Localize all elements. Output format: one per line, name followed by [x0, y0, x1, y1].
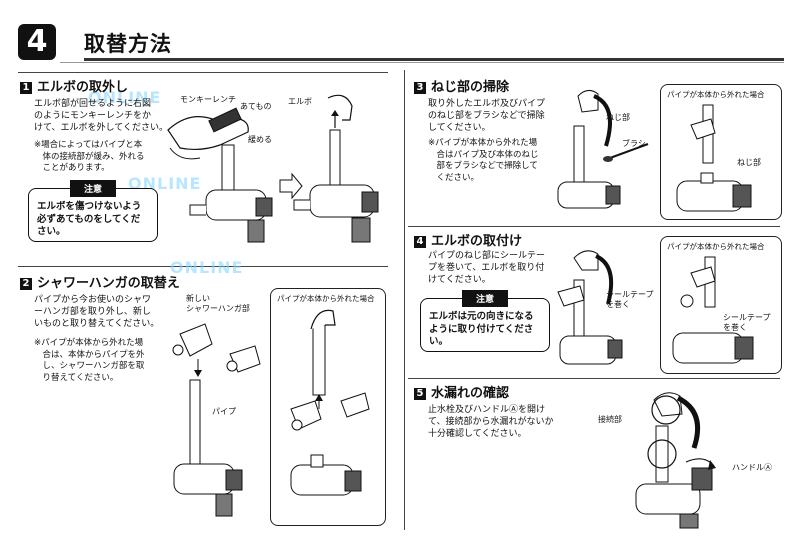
inset-label: パイプが本体から外れた場合 — [277, 294, 375, 303]
leak-check-illustration — [635, 392, 716, 529]
section-title-text: 水漏れの確認 — [431, 386, 510, 401]
section-3-title: 3 ねじ部の掃除 — [414, 76, 509, 95]
watermark: ONLINE — [88, 88, 162, 107]
divider — [408, 378, 780, 379]
inset-label: パイプが本体から外れた場合 — [667, 242, 765, 251]
section-title-text: シャワーハンガの取替え — [37, 276, 180, 291]
divider — [18, 72, 388, 73]
caution-box: 注意 エルボは元の向きになる ように取り付けてくださ い。 — [420, 290, 550, 352]
label-handle: ハンドルⒶ — [732, 463, 772, 472]
section-number: 1 — [20, 82, 32, 94]
section-5-text: 止水栓及びハンドルⒶを開け て、接続部から水漏れがないか 十分確認してください。 — [428, 405, 554, 439]
inset-illustration — [290, 309, 370, 496]
divider — [18, 266, 388, 267]
label-elbow: エルボ — [288, 97, 312, 106]
caution-text: エルボを傷つけないよう 必ずあてものをしてくだ さい。 — [37, 201, 142, 237]
inset-illustration — [672, 256, 754, 364]
section-number: 2 — [20, 278, 32, 290]
label-new-hanger: 新しい シャワーハンガ部 — [186, 294, 250, 313]
section-2-text: パイプから今お使いのシャワ ーハンガ部を取り外し、新し いものと取り替えてくださ… — [34, 295, 160, 329]
label-thread: ねじ部 — [606, 113, 630, 122]
section-number: 4 — [414, 236, 426, 248]
hanger-replacement-illustration — [172, 323, 261, 517]
divider — [404, 70, 405, 530]
inset-label-seal-tape: シールテープ を巻く — [723, 313, 771, 332]
watermark: ONLINE — [170, 258, 244, 277]
caution-heading: 注意 — [69, 180, 117, 197]
inset-label: パイプが本体から外れた場合 — [667, 90, 765, 99]
page-title: 取替方法 — [84, 32, 172, 56]
inset-illustration — [676, 104, 752, 212]
section-1-title: 1 エルボの取外し — [20, 76, 128, 95]
caution-box: 注意 エルボを傷つけないよう 必ずあてものをしてくだ さい。 — [28, 180, 158, 242]
label-loosen: 緩める — [248, 135, 272, 144]
section-4-text: パイプのねじ部にシールテー プを巻いて、エルボを取り付 けてください。 — [428, 251, 546, 285]
label-seal-tape: シールテープ を巻く — [606, 290, 654, 309]
inset-panel-pipe-detached: パイプが本体から外れた場合 シールテープ を巻く — [660, 236, 782, 374]
label-pad: あてもの — [240, 102, 272, 111]
inset-label-thread: ねじ部 — [737, 158, 761, 167]
section-1-text: エルボ部が回せるように右図 のようにモンキーレンチをか けて、エルボを外してくだ… — [34, 99, 169, 133]
inset-panel-pipe-detached: パイプが本体から外れた場合 ねじ部 — [660, 84, 782, 220]
elbow-install-illustration — [557, 250, 623, 365]
section-title-text: エルボの取付け — [431, 234, 523, 249]
section-title-text: ねじ部の掃除 — [431, 80, 510, 95]
section-2-note: ※パイプが本体から外れた場 合は、本体からパイプを外 し、シャワーハンガ部を取 … — [34, 338, 145, 383]
section-4-title: 4 エルボの取付け — [414, 230, 522, 249]
caution-heading: 注意 — [461, 290, 509, 307]
section-2-title: 2 シャワーハンガの取替え — [20, 272, 180, 291]
label-joint: 接続部 — [598, 415, 622, 424]
caution-text: エルボは元の向きになる ように取り付けてくださ い。 — [429, 311, 534, 347]
section-3-note: ※パイプが本体から外れた場 合はパイプ及び本体のねじ 部をブラシなどで掃除して … — [428, 138, 539, 183]
label-brush: ブラシ — [622, 139, 646, 148]
section-5-title: 5 水漏れの確認 — [414, 382, 509, 401]
section-title-text: エルボの取外し — [37, 80, 129, 95]
elbow-removal-illustration — [167, 94, 379, 243]
title-rule-thin — [60, 62, 784, 63]
thread-cleaning-illustration — [557, 90, 649, 209]
divider — [408, 226, 780, 227]
section-number: 3 — [414, 82, 426, 94]
title-rule — [84, 58, 784, 61]
label-pipe: パイプ — [212, 407, 236, 416]
label-wrench: モンキーレンチ — [180, 95, 236, 104]
section-number: 5 — [414, 388, 426, 400]
section-1-note: ※場合によってはパイプと本 体の接続部が緩み、外れる ことがあります。 — [34, 140, 145, 173]
inset-panel-pipe-detached: パイプが本体から外れた場合 — [270, 288, 386, 526]
section-3-text: 取り外したエルボ及びパイプ のねじ部をブラシなどで掃除 してください。 — [428, 99, 546, 133]
step-number-badge: 4 — [18, 24, 56, 60]
